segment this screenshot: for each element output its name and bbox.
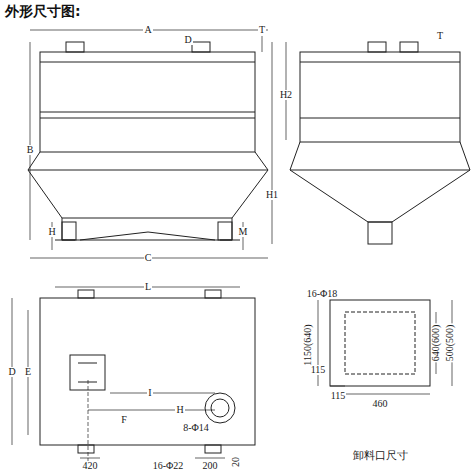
drawing-title: 外形尺寸图: — [5, 3, 81, 21]
drawing-line — [88, 380, 89, 462]
dimension-label: B — [26, 145, 35, 155]
front-view — [28, 30, 268, 258]
drawing-line — [78, 290, 94, 298]
drawing-line — [66, 42, 84, 52]
drawing-line — [205, 393, 235, 423]
dimension-label: E — [24, 367, 32, 377]
dimension-label: 460 — [372, 399, 389, 409]
drawing-line — [195, 458, 225, 459]
drawing-line — [368, 222, 392, 244]
dimension-label: H2 — [279, 90, 293, 100]
drawing-line — [40, 112, 255, 113]
drawing-line — [28, 170, 268, 218]
drawing-line — [211, 399, 229, 417]
drawing-line — [330, 386, 345, 387]
drawing-line — [300, 62, 460, 63]
drawing-line — [70, 355, 105, 390]
dimension-label: H — [47, 227, 56, 237]
dimension-label: 16-Φ18 — [306, 289, 339, 299]
drawing-line — [110, 393, 215, 394]
drawing-line — [78, 363, 97, 364]
drawing-line — [55, 240, 240, 241]
dimension-label: H1 — [265, 190, 279, 200]
drawing-line — [40, 52, 255, 152]
dimension-label: 16-Φ22 — [152, 461, 185, 471]
dimension-label: 420 — [82, 461, 99, 471]
dimension-label: 200 — [202, 461, 219, 471]
drawing-line — [290, 142, 470, 170]
drawing-line — [262, 36, 263, 52]
dimension-label: F — [120, 415, 128, 425]
dimension-label: T — [436, 31, 444, 41]
dimension-label: L — [144, 282, 152, 292]
drawing-line — [218, 222, 232, 240]
outlet-view — [318, 300, 452, 394]
dimension-label: 20 — [231, 456, 241, 468]
drawing-line — [400, 42, 418, 52]
dimension-label: C — [144, 253, 153, 263]
drawing-line — [62, 222, 76, 240]
drawing-line — [272, 42, 273, 244]
dimension-label: A — [143, 25, 152, 35]
drawing-line — [205, 445, 221, 453]
drawing-line — [300, 118, 460, 119]
drawing-line — [345, 312, 415, 374]
drawing-line — [62, 218, 232, 240]
drawing-line — [40, 118, 255, 119]
side-view — [272, 42, 470, 244]
drawing-line — [205, 290, 221, 298]
dimension-label: H — [175, 405, 184, 415]
drawing-line — [78, 382, 97, 383]
drawing-line — [40, 62, 255, 63]
drawing-line — [80, 232, 215, 240]
drawing-line — [368, 42, 386, 52]
dimension-label: 115 — [330, 391, 347, 401]
drawing-line — [192, 42, 210, 52]
dimension-label: D — [7, 367, 16, 377]
plan-view — [12, 287, 255, 462]
dimension-label: 640(600) — [431, 324, 441, 363]
drawing-line — [290, 170, 470, 222]
dimension-label: 1150(640) — [303, 323, 313, 366]
drawing-line — [28, 152, 268, 170]
view-caption: 卸料口尺寸 — [352, 450, 409, 461]
drawing-line — [78, 445, 94, 453]
drawing-line — [40, 298, 255, 445]
dimension-label: I — [147, 388, 152, 398]
dimension-label: 8-Φ14 — [182, 423, 210, 433]
dimension-label: M — [238, 227, 249, 237]
drawing-line — [80, 458, 100, 459]
dimension-label: T — [258, 25, 266, 35]
drawing-line — [330, 300, 430, 386]
drawing-line — [88, 410, 215, 411]
dimension-label: 500(500) — [446, 324, 456, 363]
dimension-label: D — [183, 35, 192, 45]
drawing-line — [30, 42, 31, 240]
drawing-line — [300, 52, 460, 142]
dimension-label: 115 — [310, 365, 327, 375]
